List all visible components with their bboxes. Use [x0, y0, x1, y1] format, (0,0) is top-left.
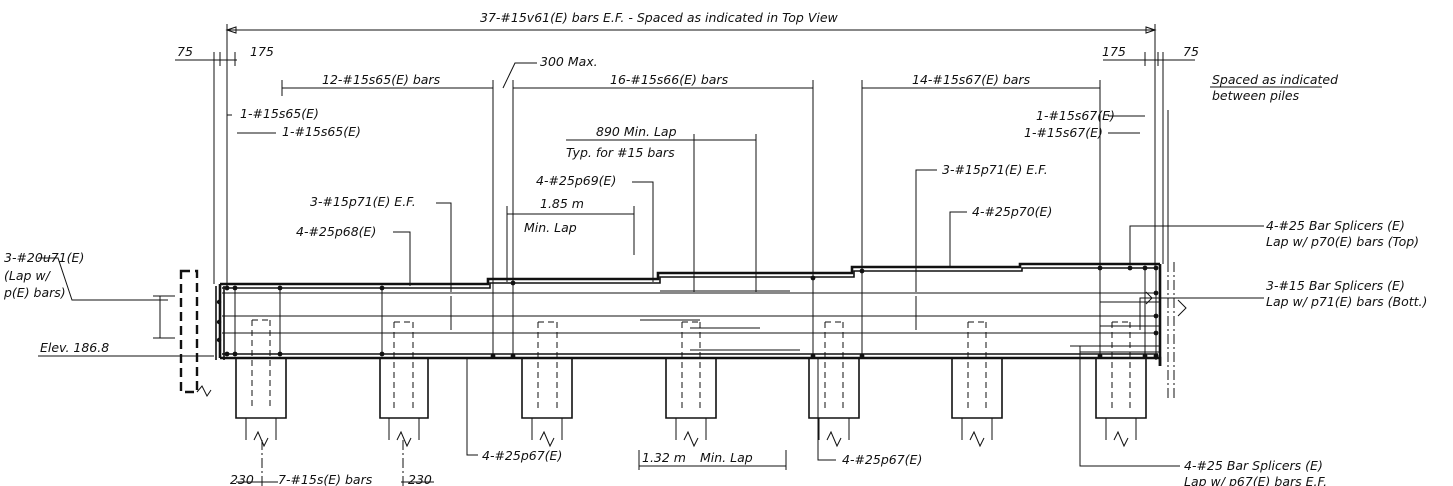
top-bars-label: 37-#15v61(E) bars E.F. - Spaced as indic…	[480, 10, 839, 25]
annotations: 37-#15v61(E) bars E.F. - Spaced as indic…	[3, 10, 1427, 486]
lap-132-label: 1.32 m	[642, 450, 686, 465]
elevation-label: Elev. 186.8	[40, 340, 109, 355]
spaced-between-piles-line1: Spaced as indicated	[1212, 72, 1338, 87]
piles	[235, 319, 1147, 486]
min-lap-label: Min. Lap	[524, 220, 577, 235]
s67-label-a: 1-#15s67(E)	[1036, 108, 1115, 123]
lap-185-label: 1.85 m	[540, 196, 584, 211]
p69-label: 4-#25p69(E)	[536, 173, 616, 188]
splicer-15-bott-line1: 3-#15 Bar Splicers (E)	[1266, 278, 1405, 293]
p71-ef-right-label: 3-#15p71(E) E.F.	[942, 162, 1048, 177]
dim-230-left: 230	[230, 472, 254, 486]
beam-outline	[179, 262, 1175, 400]
rebar-lines	[215, 267, 1160, 360]
bars-s-label: 7-#15s(E) bars	[278, 472, 373, 486]
s65-label-b: 1-#15s65(E)	[282, 124, 361, 139]
min-lap-890-label: 890 Min. Lap	[596, 124, 677, 139]
splicer-25-top-line1: 4-#25 Bar Splicers (E)	[1266, 218, 1405, 233]
splicer-25-bott-line2: Lap w/ p67(E) bars E.F.	[1184, 474, 1327, 486]
u71-label-line1: 3-#20u71(E)	[4, 250, 84, 265]
u71-label-line3: p(E) bars)	[3, 285, 66, 300]
p68-label: 4-#25p68(E)	[296, 224, 376, 239]
splicer-25-top-line2: Lap w/ p70(E) bars (Top)	[1266, 234, 1419, 249]
dim-175-right: 175	[1102, 44, 1126, 59]
spaced-between-piles-line2: between piles	[1212, 88, 1300, 103]
u71-label-line2: (Lap w/	[4, 268, 52, 283]
stirrups	[234, 268, 1157, 360]
splicer-15-bott-line2: Lap w/ p71(E) bars (Bott.)	[1266, 294, 1427, 309]
max-300-label: 300 Max.	[540, 54, 598, 69]
bars-s65-label: 12-#15s65(E) bars	[322, 72, 441, 87]
p70-label: 4-#25p70(E)	[972, 204, 1052, 219]
s67-label-b: 1-#15s67(E)	[1024, 125, 1103, 140]
s65-label-a: 1-#15s65(E)	[240, 106, 319, 121]
bars-s67-label: 14-#15s67(E) bars	[912, 72, 1031, 87]
p71-ef-left-label: 3-#15p71(E) E.F.	[310, 194, 416, 209]
splicer-25-bott-line1: 4-#25 Bar Splicers (E)	[1184, 458, 1323, 473]
dimension-lines	[38, 24, 1322, 483]
typ-15-label: Typ. for #15 bars	[566, 145, 675, 160]
bars-s66-label: 16-#15s66(E) bars	[610, 72, 729, 87]
dim-230-right: 230	[408, 472, 432, 486]
bar-dots	[216, 265, 1159, 359]
p67-left-label: 4-#25p67(E)	[482, 448, 562, 463]
p67-right-label: 4-#25p67(E)	[842, 452, 922, 467]
dim-75-left: 75	[177, 44, 193, 59]
dim-75-right: 75	[1183, 44, 1199, 59]
dim-175-left: 175	[250, 44, 274, 59]
lap-132-min-label: Min. Lap	[700, 450, 753, 465]
